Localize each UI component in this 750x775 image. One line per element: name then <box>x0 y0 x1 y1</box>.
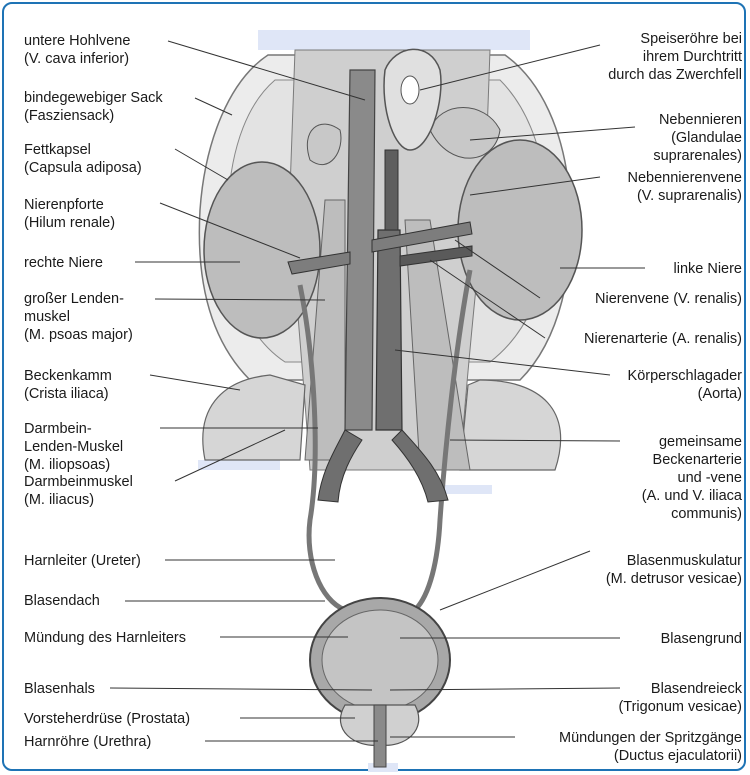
label-nierenpforte: Nierenpforte(Hilum renale) <box>24 196 115 232</box>
label-blasendreieck: Blasendreieck(Trigonum vesicae) <box>618 680 742 716</box>
label-blasengrund: Blasengrund <box>661 630 742 648</box>
vena-cava <box>345 70 375 430</box>
label-blasenhals: Blasenhals <box>24 680 95 698</box>
label-nierenarterie: Nierenarterie (A. renalis) <box>584 330 742 348</box>
label-fettkapsel: Fettkapsel(Capsula adiposa) <box>24 141 142 177</box>
label-beckenkamm: Beckenkamm(Crista iliaca) <box>24 367 112 403</box>
aorta <box>376 230 402 430</box>
iliac-crest-left <box>460 380 561 470</box>
label-linke-niere: linke Niere <box>674 260 743 278</box>
label-muendung-harnleiter: Mündung des Harnleiters <box>24 629 186 647</box>
label-harnroehre: Harnröhre (Urethra) <box>24 733 151 751</box>
urethra <box>374 705 386 767</box>
label-spritzgaenge: Mündungen der Spritzgänge(Ductus ejacula… <box>559 729 742 765</box>
iliac-crest-right <box>203 375 305 460</box>
label-rechte-niere: rechte Niere <box>24 254 103 272</box>
label-blasenmuskulatur: Blasenmuskulatur(M. detrusor vesicae) <box>606 552 742 588</box>
label-blasendach: Blasendach <box>24 592 100 610</box>
label-nebennierenvene: Nebennierenvene(V. suprarenalis) <box>628 169 742 205</box>
label-nierenvene: Nierenvene (V. renalis) <box>595 290 742 308</box>
label-psoas: großer Lenden-muskel(M. psoas major) <box>24 290 133 344</box>
esophagus-lumen <box>401 76 419 104</box>
label-bindegewebiger-sack: bindegewebiger Sack(Fasziensack) <box>24 89 163 125</box>
coeliac-branch <box>385 150 398 230</box>
bladder-interior <box>322 610 438 710</box>
top-highlight-strip <box>258 30 530 50</box>
label-prostata: Vorsteherdrüse (Prostata) <box>24 710 190 728</box>
label-harnleiter: Harnleiter (Ureter) <box>24 552 141 570</box>
label-untere-hohlvene: untere Hohlvene(V. cava inferior) <box>24 32 130 68</box>
kidney-left <box>458 140 582 320</box>
label-iliopsoas: Darmbein-Lenden-Muskel(M. iliopsoas) <box>24 420 123 474</box>
right-highlight-strip <box>440 485 492 494</box>
label-iliacus: Darmbeinmuskel(M. iliacus) <box>24 473 133 509</box>
label-aorta: Körperschlagader(Aorta) <box>628 367 742 403</box>
